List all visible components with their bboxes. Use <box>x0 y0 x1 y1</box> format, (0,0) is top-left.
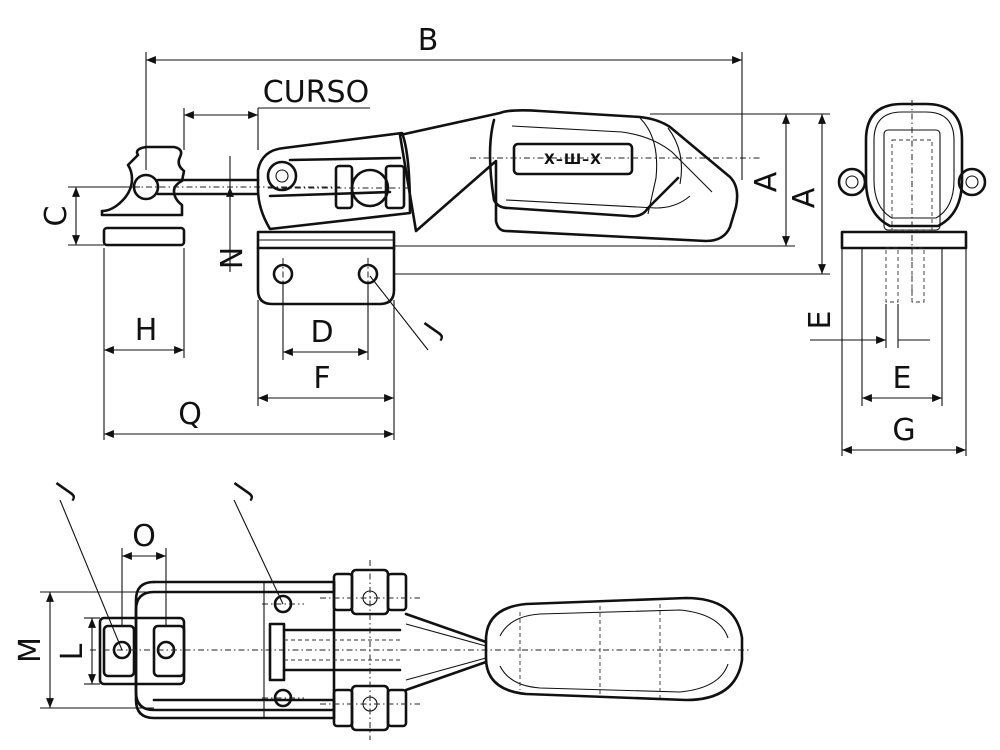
label-C: C <box>39 206 74 227</box>
label-N: N <box>212 247 247 269</box>
handle-logo: X–Ш–X <box>544 152 602 168</box>
leader-J-top-left: J <box>50 478 123 651</box>
label-M: M <box>13 637 48 663</box>
dimension-G: G <box>841 248 967 456</box>
end-view: E E G <box>803 100 987 456</box>
base-bracket <box>256 230 396 306</box>
dimension-curso: CURSO <box>183 75 370 150</box>
clamp-handle: X–Ш–X <box>398 109 760 243</box>
label-H: H <box>135 313 158 348</box>
dimension-E-left: E <box>803 304 930 348</box>
dimension-F: F <box>257 300 395 440</box>
label-A-inner: A <box>749 171 784 192</box>
spindle-head <box>92 145 340 247</box>
label-J-top-left: J <box>50 478 80 503</box>
label-J-side: J <box>418 318 448 343</box>
label-E-bottom: E <box>893 361 912 396</box>
top-view: O M L J J <box>13 478 750 740</box>
leader-J-side: J <box>369 275 448 351</box>
label-A-outer: A <box>787 187 822 208</box>
dimension-B: B <box>145 23 743 180</box>
dimension-N: N <box>212 156 247 272</box>
label-F: F <box>313 361 330 396</box>
label-D: D <box>310 315 333 350</box>
label-Q: Q <box>178 397 202 432</box>
leader-J-top-right: J <box>228 478 284 605</box>
label-E-left: E <box>803 311 838 330</box>
label-curso: CURSO <box>263 75 369 110</box>
label-G: G <box>892 413 915 448</box>
dimension-Q: Q <box>104 397 394 438</box>
dimension-L: L <box>55 617 100 685</box>
dimension-M: M <box>13 591 154 709</box>
dimension-O: O <box>121 519 167 626</box>
label-J-top-right: J <box>228 478 258 503</box>
dimension-D: D <box>282 284 369 360</box>
dimension-E-bottom: E <box>861 248 943 406</box>
dimension-H: H <box>103 248 185 440</box>
label-O: O <box>132 519 156 554</box>
dimension-A-outer: A <box>394 113 830 275</box>
dimension-A-inner: A <box>394 113 795 247</box>
label-B: B <box>418 23 439 58</box>
side-view: X–Ш–X B CURSO A <box>39 23 830 440</box>
linkage-arm <box>256 131 412 231</box>
label-L: L <box>55 643 90 660</box>
dimension-C: C <box>39 186 140 246</box>
